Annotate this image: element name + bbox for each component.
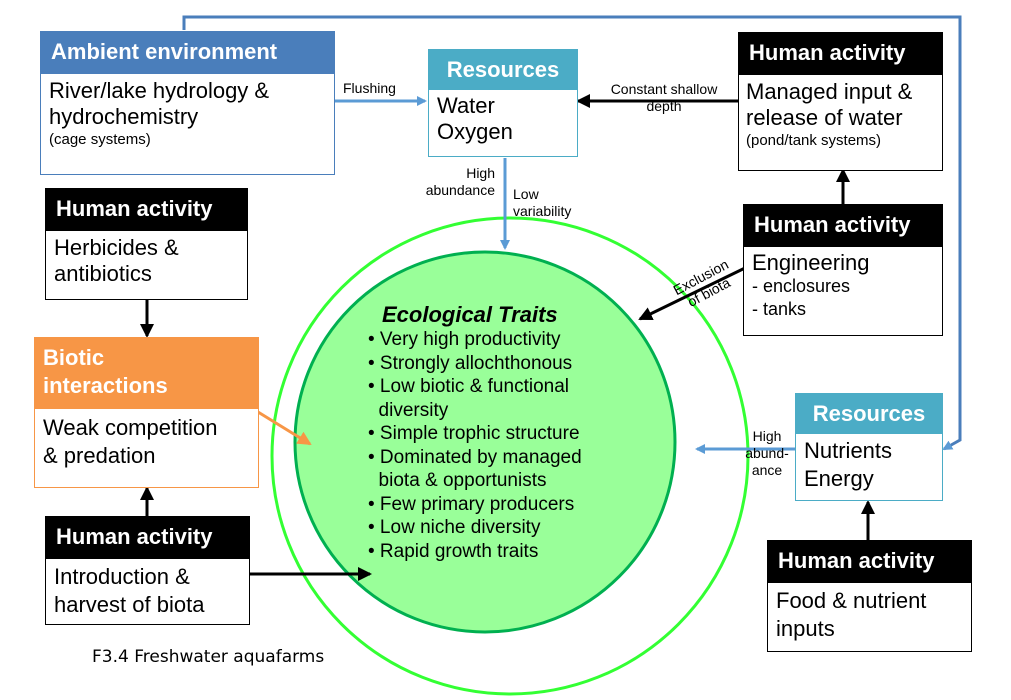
figure-caption: F3.4 Freshwater aquafarms <box>92 647 325 667</box>
human-managed-box: Human activity Managed input & release o… <box>738 32 943 171</box>
right-high-abundance-label: High abund- ance <box>743 428 791 479</box>
trait-item: • Rapid growth traits <box>368 540 539 562</box>
human-introduction-box: Human activity Introduction & harvest of… <box>45 516 250 625</box>
shallow-depth-label-line2: depth <box>646 98 682 114</box>
right-high-line1: High <box>752 428 782 444</box>
ambient-line1: River/lake hydrology & <box>49 78 270 103</box>
human-introduction-line1: Introduction & <box>54 564 190 589</box>
ambient-environment-box: Ambient environment River/lake hydrology… <box>40 31 335 175</box>
ambient-line2: hydrochemistry <box>49 104 199 129</box>
biotic-line2: & predation <box>43 443 156 468</box>
high-abundance-line2: abundance <box>425 182 495 198</box>
ambient-note: (cage systems) <box>49 131 151 148</box>
human-engineering-box: Human activity Engineering - enclosures … <box>743 204 943 336</box>
right-high-line3: ance <box>751 462 783 478</box>
right-high-line2: abund- <box>745 445 789 461</box>
human-engineering-line3: - tanks <box>752 299 807 319</box>
shallow-depth-label: Constant shallow depth <box>600 81 728 115</box>
trait-item: • Simple trophic structure <box>368 423 580 444</box>
human-herbicides-line1: Herbicides & <box>54 235 179 260</box>
human-food-box: Human activity Food & nutrient inputs <box>767 540 972 652</box>
biotic-title: Biotic interactions <box>35 338 258 409</box>
human-managed-note: (pond/tank systems) <box>746 132 882 149</box>
biotic-to-traits-arrow <box>257 410 312 446</box>
resources-right-line2: Energy <box>804 466 874 491</box>
low-variability-label: Low variability <box>513 186 571 220</box>
traits-content: Ecological Traits • Very high productivi… <box>360 302 650 563</box>
human-food-title: Human activity <box>768 541 971 583</box>
biotic-title-line1: Biotic <box>43 345 105 370</box>
shallow-depth-label-line1: Constant shallow <box>610 81 718 97</box>
connector-ambient-to-nutrients <box>182 15 962 451</box>
resources-top-line1: Water <box>437 93 495 118</box>
human-managed-title: Human activity <box>739 33 942 75</box>
resources-right-title: Resources <box>796 394 942 434</box>
trait-item: • Few primary producers <box>368 493 575 515</box>
trait-item: • Low biotic & functional <box>368 376 569 397</box>
human-herbicides-box: Human activity Herbicides & antibiotics <box>45 188 248 300</box>
human-introduction-title: Human activity <box>46 517 249 559</box>
biotic-interactions-box: Biotic interactions Weak competition & p… <box>34 337 259 488</box>
biotic-line1: Weak competition <box>43 415 218 440</box>
human-engineering-line2: - enclosures <box>752 276 851 296</box>
human-engineering-line1: Engineering <box>752 250 870 275</box>
trait-item: biota & opportunists <box>368 470 547 491</box>
trait-item: • Dominated by managed <box>368 446 582 468</box>
ambient-environment-title: Ambient environment <box>41 32 334 74</box>
human-food-line2: inputs <box>776 616 835 641</box>
low-variability-line1: Low <box>513 186 539 202</box>
biotic-title-line2: interactions <box>43 373 168 398</box>
human-introduction-line2: harvest of biota <box>54 592 205 617</box>
traits-title: Ecological Traits <box>382 302 558 327</box>
traits-list: • Very high productivity• Strongly alloc… <box>368 328 650 563</box>
human-food-line1: Food & nutrient <box>776 588 927 613</box>
human-herbicides-title: Human activity <box>46 189 247 231</box>
flushing-label: Flushing <box>343 80 396 96</box>
low-variability-line2: variability <box>513 203 572 219</box>
high-abundance-line1: High <box>466 165 495 181</box>
resources-right-line1: Nutrients <box>804 438 893 463</box>
human-managed-line2: release of water <box>746 105 903 130</box>
trait-item: diversity <box>368 399 449 421</box>
resources-top-line2: Oxygen <box>437 119 513 144</box>
trait-item: • Low niche diversity <box>368 517 541 538</box>
outer-ring <box>270 216 750 696</box>
exclusion-arrow <box>638 266 746 321</box>
human-engineering-title: Human activity <box>744 205 942 247</box>
trait-item: • Strongly allochthonous <box>368 352 573 374</box>
resources-top-box: Resources Water Oxygen <box>428 49 578 157</box>
traits-circle <box>293 250 677 634</box>
resources-top-title: Resources <box>429 50 577 90</box>
human-herbicides-line2: antibiotics <box>54 261 152 286</box>
high-abundance-label: High abundance <box>407 165 495 199</box>
trait-item: • Very high productivity <box>368 329 561 350</box>
resources-right-box: Resources Nutrients Energy <box>795 393 943 501</box>
human-managed-line1: Managed input & <box>746 79 913 104</box>
